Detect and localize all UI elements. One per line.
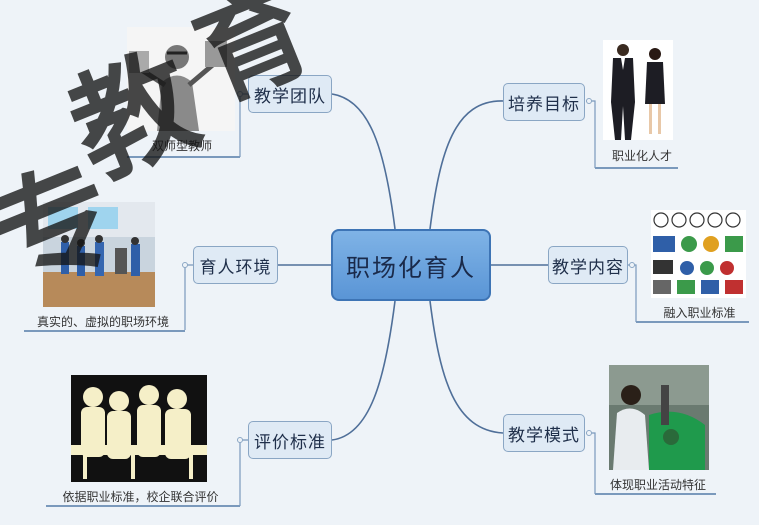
- goal-underline: [595, 167, 678, 169]
- teaching-team-collapse-dot[interactable]: [237, 91, 243, 97]
- content-collapse-dot[interactable]: [629, 262, 635, 268]
- environment-caption: 真实的、虚拟的职场环境: [36, 315, 169, 329]
- connector-goal: [429, 100, 504, 230]
- mode-caption: 体现职业活动特征: [609, 478, 706, 492]
- content-underline: [636, 321, 749, 323]
- connector-evaluation: [331, 300, 396, 441]
- connector-mode: [429, 300, 504, 434]
- meeting-silhouette: [71, 375, 207, 482]
- professionals-figures: [603, 40, 673, 140]
- branch-goal[interactable]: 培养目标: [503, 83, 585, 121]
- workshop-photo: [43, 202, 155, 307]
- evaluation-collapse-dot[interactable]: [237, 437, 243, 443]
- branch-evaluation[interactable]: 评价标准: [248, 421, 332, 459]
- branch-mode[interactable]: 教学模式: [503, 414, 585, 452]
- teaching-team-underline: [127, 156, 240, 158]
- dual-teacher-illustration: [127, 27, 235, 131]
- content-caption: 融入职业标准: [663, 306, 736, 320]
- mode-collapse-dot[interactable]: [586, 430, 592, 436]
- branch-environment[interactable]: 育人环境: [193, 246, 278, 284]
- environment-collapse-dot[interactable]: [182, 262, 188, 268]
- connector-teaching-team: [331, 93, 396, 230]
- teaching-team-caption: 双师型教师: [151, 139, 212, 153]
- environment-underline: [24, 330, 185, 332]
- goal-caption: 职业化人才: [611, 149, 672, 163]
- evaluation-underline: [46, 505, 240, 507]
- mode-underline: [595, 493, 716, 495]
- branch-content[interactable]: 教学内容: [548, 246, 628, 284]
- branch-teaching-team[interactable]: 教学团队: [248, 75, 332, 113]
- evaluation-caption: 依据职业标准，校企联合评价: [62, 490, 219, 504]
- goal-collapse-dot[interactable]: [586, 98, 592, 104]
- center-node[interactable]: 职场化育人: [331, 229, 491, 301]
- certification-logos: [651, 210, 746, 298]
- practice-photo: [609, 365, 709, 470]
